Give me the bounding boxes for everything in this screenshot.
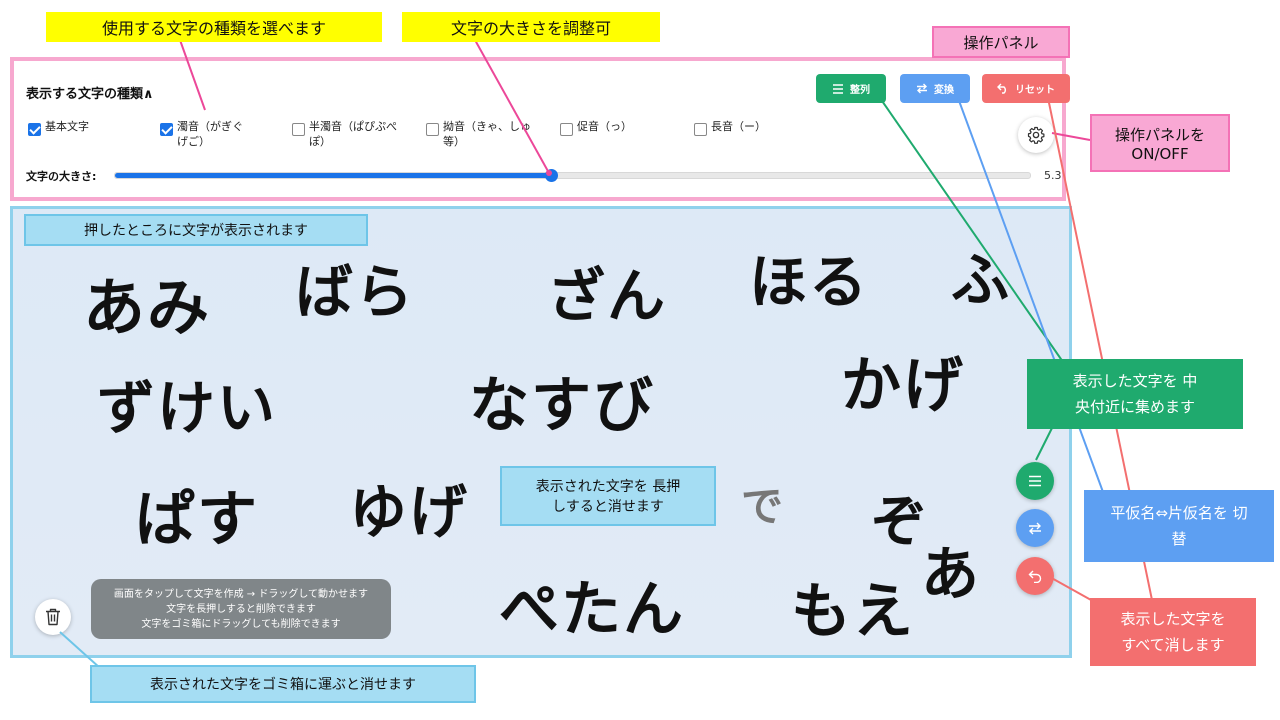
align-icon xyxy=(1029,475,1041,487)
callout-long-press: 表示された文字を 長押しすると消せます xyxy=(500,466,716,526)
callout-reset: 表示した文字を すべて消します xyxy=(1090,598,1256,666)
size-slider[interactable] xyxy=(114,169,1031,182)
canvas-word[interactable]: かげ xyxy=(841,351,965,421)
checkbox-basic-label: 基本文字 xyxy=(45,120,89,133)
checkbox-basic[interactable]: 基本文字 xyxy=(28,119,105,136)
undo-icon xyxy=(997,83,1006,94)
callout-size-adjust: 文字の大きさを調整可 xyxy=(402,12,660,42)
convert-button-label: 変換 xyxy=(934,85,954,96)
canvas-word[interactable]: あ xyxy=(921,540,982,608)
canvas-word[interactable]: もえ xyxy=(791,577,915,647)
canvas-word[interactable]: で xyxy=(741,482,786,531)
canvas-word[interactable]: ぺたん xyxy=(499,575,685,645)
swap-icon xyxy=(1029,522,1041,534)
checkbox-dakuon-label: 濁音（がぎぐげご） xyxy=(177,120,244,148)
checkbox-chouon-label: 長音（ー） xyxy=(711,120,766,133)
checkbox-sokuon[interactable]: 促音（っ） xyxy=(560,119,647,136)
checkbox-handakuon[interactable]: 半濁音（ぱぴぷぺぽ） xyxy=(292,119,407,149)
align-icon xyxy=(833,83,843,94)
control-panel: 表示する文字の種類∧ 基本文字 濁音（がぎぐげご） 半濁音（ぱぴぷぺぽ） 拗音（… xyxy=(10,57,1070,201)
size-slider-fill xyxy=(115,173,551,178)
checkbox-basic-box[interactable] xyxy=(28,123,41,136)
trash-icon xyxy=(46,608,60,626)
canvas-word[interactable]: ふ xyxy=(951,246,1012,314)
hint-line: 文字を長押しすると削除できます xyxy=(166,603,316,615)
checkbox-handakuon-label: 半濁音（ぱぴぷぺぽ） xyxy=(309,120,397,148)
canvas-word[interactable]: ずけい xyxy=(97,374,278,442)
convert-button[interactable]: 変換 xyxy=(900,74,970,103)
callout-panel-label: 操作パネル xyxy=(932,26,1070,58)
canvas-word[interactable]: ばら xyxy=(295,258,416,326)
hint-line: 画面をタップして文字を作成 → ドラッグして動かせます xyxy=(113,588,369,600)
checkbox-handakuon-box[interactable] xyxy=(292,123,305,136)
checkbox-youon-box[interactable] xyxy=(426,123,439,136)
reset-button[interactable]: リセット xyxy=(982,74,1070,103)
checkbox-sokuon-box[interactable] xyxy=(560,123,573,136)
canvas-word[interactable]: ぞ xyxy=(871,490,929,555)
trash-button[interactable] xyxy=(35,599,71,635)
canvas-word[interactable]: あみ xyxy=(83,271,212,344)
swap-icon xyxy=(917,83,927,94)
hint-line: 文字をゴミ箱にドラッグしても削除できます xyxy=(141,618,341,630)
callout-convert: 平仮名⇔片仮名を 切替 xyxy=(1084,490,1274,562)
checkbox-chouon[interactable]: 長音（ー） xyxy=(694,119,781,136)
size-slider-thumb[interactable] xyxy=(544,169,558,182)
callout-char-types: 使用する文字の種類を選べます xyxy=(46,12,382,42)
align-fab[interactable] xyxy=(1016,462,1054,500)
size-value: 5.3 xyxy=(1044,169,1062,182)
panel-toggle-button[interactable] xyxy=(1018,117,1054,153)
reset-fab[interactable] xyxy=(1016,557,1054,595)
callout-tap-display: 押したところに文字が表示されます xyxy=(24,214,368,246)
callout-trash: 表示された文字をゴミ箱に運ぶと消せます xyxy=(90,665,476,703)
reset-button-label: リセット xyxy=(1015,85,1055,96)
canvas-word[interactable]: なすび xyxy=(469,371,655,441)
size-label: 文字の大きさ: xyxy=(26,170,97,183)
canvas-word[interactable]: ゆげ xyxy=(349,478,470,546)
callout-align: 表示した文字を 中央付近に集めます xyxy=(1027,359,1243,429)
align-button-label: 整列 xyxy=(850,85,870,96)
play-canvas[interactable]: あみ ばら ざん ほる ふ ずけい なすび かげ ぱす ゆげ で ぞ あ ぺたん… xyxy=(10,206,1072,658)
panel-title[interactable]: 表示する文字の種類∧ xyxy=(26,87,154,102)
undo-icon xyxy=(1028,570,1042,583)
canvas-word[interactable]: ぱす xyxy=(135,485,259,555)
checkbox-dakuon-box[interactable] xyxy=(160,123,173,136)
checkbox-dakuon[interactable]: 濁音（がぎぐげご） xyxy=(160,119,249,149)
callout-panel-toggle: 操作パネルを ON/OFF xyxy=(1090,114,1230,172)
checkbox-chouon-box[interactable] xyxy=(694,123,707,136)
align-button[interactable]: 整列 xyxy=(816,74,886,103)
checkbox-youon[interactable]: 拗音（きゃ、しゅ等） xyxy=(426,119,543,149)
checkbox-youon-label: 拗音（きゃ、しゅ等） xyxy=(443,120,531,148)
convert-fab[interactable] xyxy=(1016,509,1054,547)
canvas-word[interactable]: ほる xyxy=(749,248,870,316)
hint-box: 画面をタップして文字を作成 → ドラッグして動かせます 文字を長押しすると削除で… xyxy=(91,579,391,639)
checkbox-sokuon-label: 促音（っ） xyxy=(577,120,632,133)
canvas-word[interactable]: ざん xyxy=(547,262,668,330)
gear-icon xyxy=(1027,126,1045,144)
